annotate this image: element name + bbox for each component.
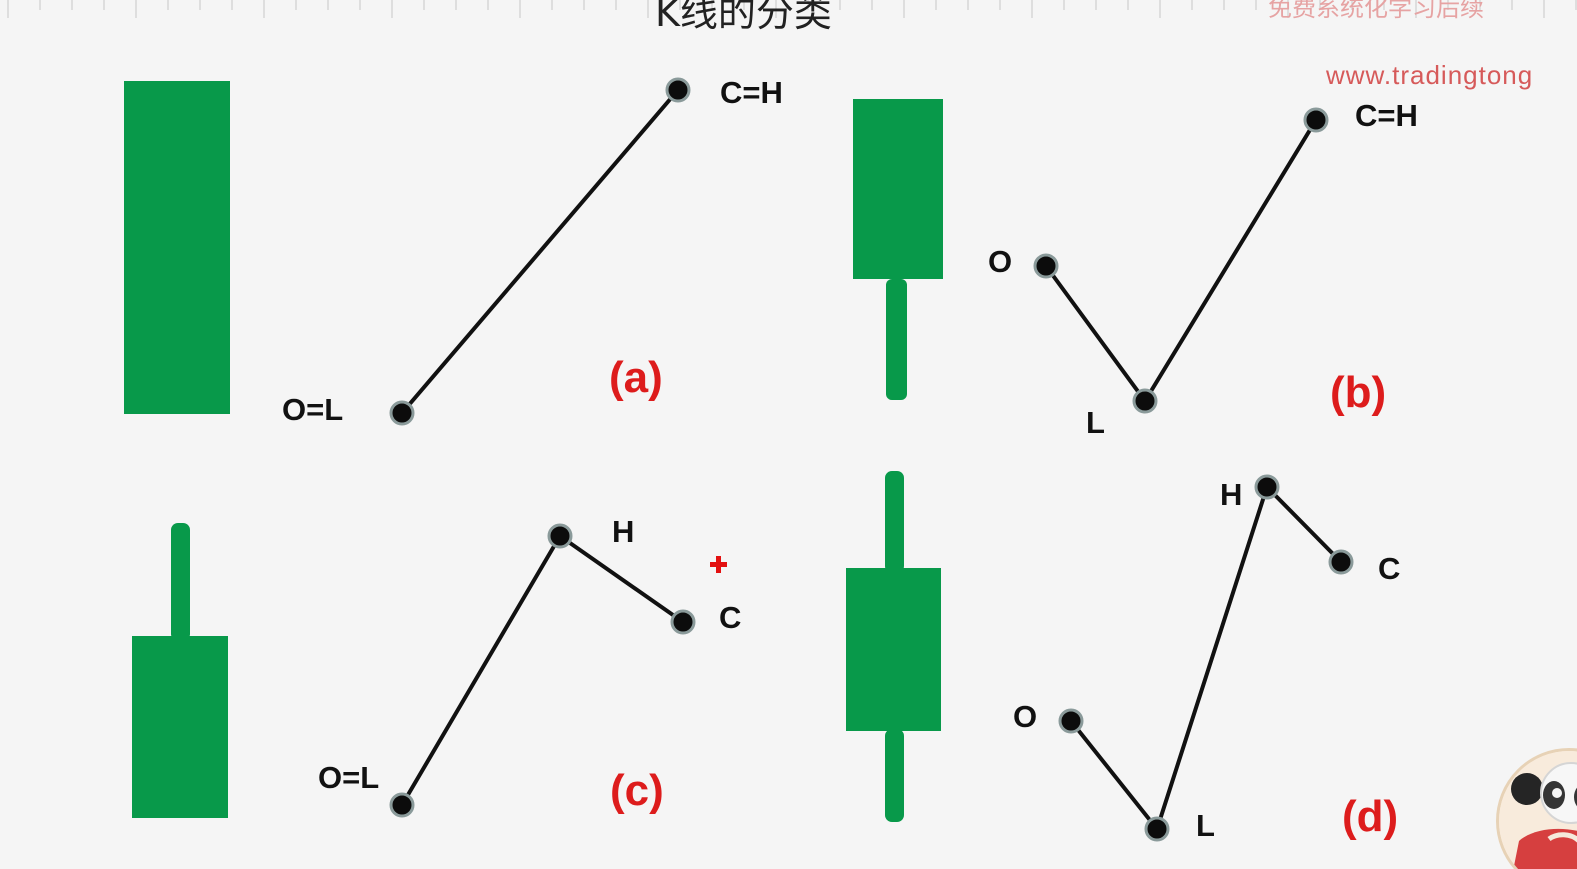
point-d-open — [1058, 708, 1084, 734]
top-ruler — [7, 0, 1577, 18]
point-b-open — [1033, 253, 1059, 279]
label-d-low: L — [1196, 808, 1215, 843]
price-path-b — [1044, 118, 1318, 403]
point-b-close-high — [1303, 107, 1329, 133]
label-d-close: C — [1378, 551, 1400, 586]
point-d-close — [1328, 549, 1354, 575]
point-a-open-low — [389, 400, 415, 426]
panel-label-d: (d) — [1342, 792, 1398, 841]
candle-d-body — [846, 568, 941, 731]
watermark-url: www.tradingtong — [1326, 60, 1534, 90]
panel-d: O L H C (d) — [846, 471, 1400, 843]
label-c-high: H — [612, 514, 634, 549]
point-a-close-high — [665, 77, 691, 103]
candle-d-upper-wick — [885, 471, 904, 573]
label-c-open-low: O=L — [318, 760, 379, 795]
panda-avatar-icon — [1496, 748, 1577, 869]
plus-cursor-icon — [710, 556, 727, 573]
candle-c-body — [132, 636, 228, 818]
point-d-high — [1254, 474, 1280, 500]
panel-c: O=L H C (c) — [132, 514, 741, 818]
candle-c-upper-wick — [171, 523, 190, 641]
point-d-low — [1144, 816, 1170, 842]
point-c-open-low — [389, 792, 415, 818]
label-c-close: C — [719, 600, 741, 635]
candle-b-lower-wick — [886, 279, 907, 400]
point-c-close — [670, 609, 696, 635]
price-path-d — [1069, 485, 1343, 831]
panel-a: O=L C=H (a) — [124, 75, 783, 427]
price-path-a — [400, 88, 680, 415]
panel-label-a: (a) — [609, 353, 663, 402]
watermark-text: 免费系统化学习后续 — [1268, 0, 1484, 22]
panel-b: O L C=H (b) — [853, 98, 1418, 440]
panda-face-icon — [1499, 751, 1577, 869]
panel-label-c: (c) — [610, 766, 664, 815]
point-b-low — [1132, 388, 1158, 414]
label-a-open-low: O=L — [282, 392, 343, 427]
label-d-open: O — [1013, 699, 1037, 734]
label-b-low: L — [1086, 405, 1105, 440]
page-title: K线的分类 — [655, 0, 832, 35]
label-a-close-high: C=H — [720, 75, 783, 110]
point-c-high — [547, 523, 573, 549]
label-d-high: H — [1220, 477, 1242, 512]
candle-a-body — [124, 81, 230, 414]
panel-label-b: (b) — [1330, 368, 1386, 417]
label-b-close-high: C=H — [1355, 98, 1418, 133]
candle-d-lower-wick — [885, 729, 904, 822]
price-path-c — [400, 534, 685, 807]
label-b-open: O — [988, 244, 1012, 279]
candle-b-body — [853, 99, 943, 279]
